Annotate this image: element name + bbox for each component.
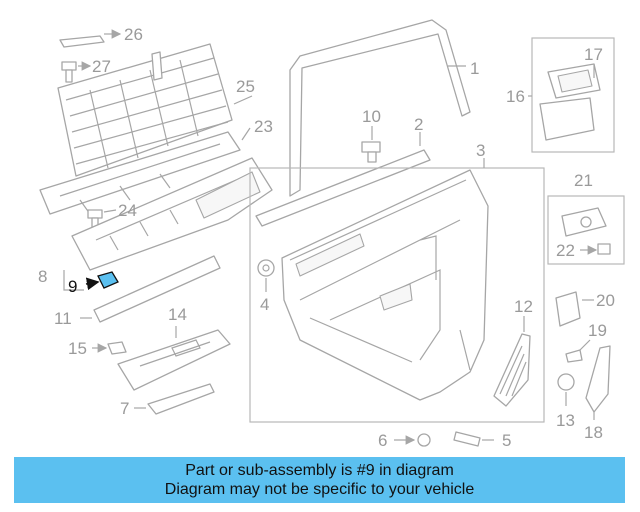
callout-20: 20 <box>596 291 615 310</box>
callout-24: 24 <box>118 201 137 220</box>
callout-18: 18 <box>584 423 603 442</box>
callout-23: 23 <box>254 117 273 136</box>
part-16-switch-group <box>528 37 615 153</box>
banner-line-1: Part or sub-assembly is #9 in diagram <box>185 462 454 479</box>
callout-15: 15 <box>68 339 87 358</box>
callout-19: 19 <box>588 321 607 340</box>
callout-6: 6 <box>378 431 387 450</box>
part-12-speaker-grille <box>493 316 531 407</box>
callout-9: 9 <box>68 277 77 296</box>
part-24-bolt <box>87 209 117 233</box>
part-10-screw <box>361 126 381 163</box>
part-13-round-clip <box>557 373 575 406</box>
part-1-frame-seal <box>289 19 471 197</box>
callout-10: 10 <box>362 107 381 126</box>
part-7-lower-trim <box>134 383 215 415</box>
part-23-rail <box>39 127 251 215</box>
callout-12: 12 <box>514 297 533 316</box>
part-9-clip-highlighted <box>85 271 119 291</box>
callout-13: 13 <box>556 411 575 430</box>
part-27-screw <box>61 61 92 83</box>
part-21-handle-group <box>547 195 625 265</box>
part-11-trim-strip <box>80 255 221 323</box>
callout-16: 16 <box>506 87 525 106</box>
part-3-door-panel <box>249 158 545 423</box>
callout-8: 8 <box>38 267 47 286</box>
part-25-sunshade <box>57 43 253 177</box>
callout-21: 21 <box>574 171 593 190</box>
callout-14: 14 <box>168 305 187 324</box>
part-5-screw <box>453 431 494 447</box>
callout-26: 26 <box>124 25 143 44</box>
callout-labels: 1 2 3 4 5 6 7 8 9 10 11 12 13 14 15 16 1… <box>38 25 615 450</box>
part-8-switch-panel <box>63 157 273 291</box>
part-6-push-pin <box>394 433 431 447</box>
callout-4: 4 <box>260 295 269 314</box>
part-19-clip <box>565 339 591 363</box>
callout-17: 17 <box>584 45 603 64</box>
part-18-side-trim <box>585 345 611 420</box>
callout-22: 22 <box>556 241 575 260</box>
callout-2: 2 <box>414 115 423 134</box>
part-info-banner: Part or sub-assembly is #9 in diagram Di… <box>14 457 625 503</box>
callout-3: 3 <box>476 141 485 160</box>
part-2-belt-molding <box>255 132 431 227</box>
callout-27: 27 <box>92 57 111 76</box>
part-4-grommet <box>257 259 275 292</box>
part-20-bracket <box>555 291 594 327</box>
callout-11: 11 <box>54 309 72 328</box>
callout-1: 1 <box>470 59 479 78</box>
callout-25: 25 <box>236 77 255 96</box>
part-15-clip <box>92 341 127 355</box>
callout-7: 7 <box>120 399 129 418</box>
part-14-armrest-cover <box>117 326 231 391</box>
part-26-clip <box>59 29 122 48</box>
banner-line-2: Diagram may not be specific to your vehi… <box>164 481 475 498</box>
parts-diagram: 1 2 3 4 5 6 7 8 9 10 11 12 13 14 15 16 1… <box>38 19 625 450</box>
callout-5: 5 <box>502 431 511 450</box>
